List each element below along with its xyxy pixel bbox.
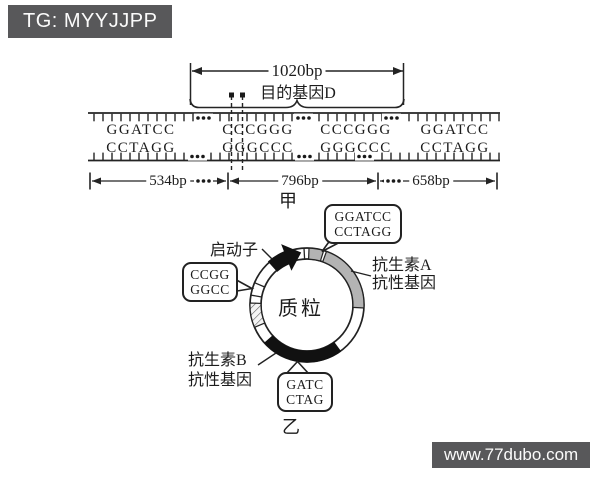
antibiotic-b-line1: 抗生素B [188, 352, 247, 369]
site-bottom-bubble-tail [285, 360, 310, 375]
bottom-seq-3: GGGCCC [320, 140, 392, 156]
promoter-arrow-icon [267, 244, 302, 273]
site-bottom-bubble: GATC CTAG [277, 372, 333, 412]
continuation-dots-icon [190, 154, 372, 159]
top-seq-3: CCCGGG [320, 122, 392, 138]
antibiotic-a-label: 抗生素A 抗性基因 [372, 257, 436, 293]
site-left-dividers [250, 248, 306, 298]
segment-length-658: 658bp [409, 173, 453, 190]
site-top-line1: GGATCC [334, 209, 392, 224]
antibiotic-a-line2: 抗性基因 [372, 275, 437, 292]
site-bottom-line1: GATC [286, 377, 324, 392]
promoter-label: 启动子 [209, 242, 259, 259]
gene-brace [189, 98, 405, 109]
site-left-bubble: CCGG GGCC [182, 262, 238, 302]
site-top-line2: CCTAGG [334, 224, 392, 239]
segment-length-796: 796bp [278, 173, 322, 190]
top-strand [88, 112, 500, 122]
plasmid-figure [230, 238, 372, 375]
dna-map-figure [88, 63, 500, 190]
continuation-dots-icon [196, 179, 401, 183]
top-seq-4: GGATCC [420, 122, 490, 138]
figure-b-caption: 乙 [282, 417, 300, 437]
top-seq-1: GGATCC [106, 122, 176, 138]
antibiotic-a-line1: 抗生素A [372, 257, 432, 274]
watermark-bottom-right: www.77dubo.com [432, 442, 591, 468]
site-top-segment [307, 247, 325, 262]
antibiotic-b-label: 抗生素B 抗性基因 [188, 351, 252, 391]
watermark-top-left: TG: MYYJJPP [8, 5, 173, 38]
antibiotic-b-gene-segment [263, 335, 342, 363]
plasmid-label: 质粒 [278, 298, 324, 320]
site-bottom-line2: CTAG [286, 392, 324, 407]
antibiotic-a-leader-line [350, 270, 372, 277]
bottom-strand [88, 152, 500, 162]
figure-a-caption: 甲 [279, 191, 297, 211]
bottom-seq-4: CCTAGG [420, 140, 490, 156]
bottom-seq-2: GGGCCC [222, 140, 294, 156]
gene-length-label: 1020bp [268, 61, 326, 81]
continuation-dots-icon [196, 116, 399, 120]
segment-length-534: 534bp [146, 173, 190, 190]
bottom-seq-1: CCTAGG [106, 140, 176, 156]
site-top-bubble: GGATCC CCTAGG [324, 204, 402, 244]
site-left-line1: CCGG [190, 267, 230, 282]
target-gene-label: 目的基因D [260, 85, 336, 102]
antibiotic-b-line2: 抗性基因 [188, 372, 253, 389]
site-left-line2: GGCC [190, 282, 230, 297]
antibiotic-b-leader-line [257, 352, 277, 366]
hatched-segment [249, 302, 266, 329]
antibiotic-a-gene-segment [321, 250, 365, 309]
top-seq-2: CCCGGG [222, 122, 294, 138]
cut-site-dashed-lines [229, 92, 245, 171]
promoter-leader-line [261, 248, 273, 260]
